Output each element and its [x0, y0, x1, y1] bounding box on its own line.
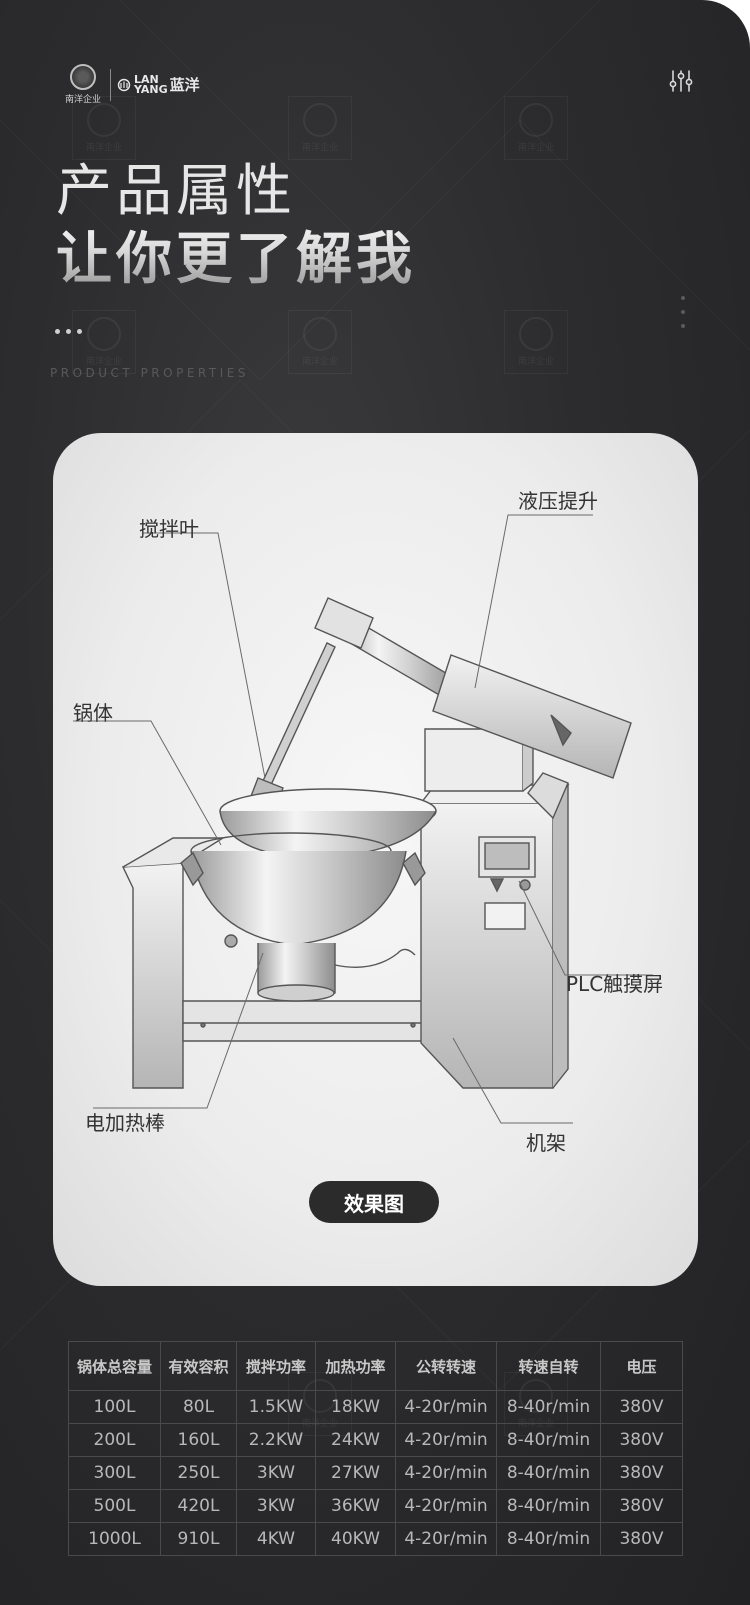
label-pot-body: 锅体 [73, 701, 113, 725]
gear-icon [117, 78, 131, 91]
cell-rotation-speed: 8-40r/min [496, 1390, 601, 1424]
table-row: 1000L 910L 4KW 40KW 4-20r/min 8-40r/min … [68, 1522, 683, 1556]
seal-icon [70, 64, 96, 90]
cell-heating-power: 36KW [315, 1489, 396, 1523]
header-total-capacity: 锅体总容量 [68, 1341, 161, 1391]
label-hydraulic-lift: 液压提升 [518, 489, 598, 513]
lanyang-logo: LAN YANG 蓝洋 [117, 74, 200, 95]
leader-line-plc-touchscreen [518, 880, 653, 976]
cell-stirring-power: 4KW [236, 1522, 316, 1556]
cell-total-capacity: 300L [68, 1456, 161, 1490]
brand-cn: 蓝洋 [169, 76, 200, 94]
cell-voltage: 380V [600, 1489, 683, 1523]
side-decor-dots [681, 296, 685, 328]
cell-rotation-speed: 8-40r/min [496, 1522, 601, 1556]
header-stirring-power: 搅拌功率 [236, 1341, 316, 1391]
leader-line-pot-body [73, 720, 222, 846]
table-row: 500L 420L 3KW 36KW 4-20r/min 8-40r/min 3… [68, 1489, 683, 1523]
watermark-logo: 南洋企业 [72, 310, 136, 374]
cell-effective-volume: 910L [160, 1522, 237, 1556]
cell-voltage: 380V [600, 1423, 683, 1457]
cell-effective-volume: 80L [160, 1390, 237, 1424]
label-stirring-blade: 搅拌叶 [139, 517, 199, 541]
effect-image-badge: 效果图 [309, 1181, 439, 1223]
watermark-logo: 南洋企业 [288, 310, 352, 374]
nanyang-logo-text: 南洋企业 [64, 95, 101, 105]
header-effective-volume: 有效容积 [160, 1341, 237, 1391]
brand-en: LAN YANG [134, 72, 168, 96]
spec-table-header-row: 锅体总容量 有效容积 搅拌功率 加热功率 公转转速 转速自转 电压 [68, 1341, 683, 1391]
watermark-logo: 南洋企业 [504, 310, 568, 374]
cell-stirring-power: 3KW [236, 1489, 316, 1523]
product-diagram-card: 搅拌叶 液压提升 锅体 PLC触摸屏 电加热棒 机架 效果图 [53, 433, 698, 1286]
cell-total-capacity: 100L [68, 1390, 161, 1424]
leader-line-frame [452, 1037, 573, 1124]
cell-voltage: 380V [600, 1390, 683, 1424]
subtitle-english: PRODUCT PROPERTIES [50, 366, 249, 380]
spec-table: 锅体总容量 有效容积 搅拌功率 加热功率 公转转速 转速自转 电压 100L 8… [68, 1341, 683, 1556]
cell-stirring-power: 1.5KW [236, 1390, 316, 1424]
watermark-logo: 南洋企业 [288, 96, 352, 160]
leader-line-stirring-blade [143, 532, 266, 779]
cell-total-capacity: 1000L [68, 1522, 161, 1556]
cell-rotation-speed: 8-40r/min [496, 1456, 601, 1490]
label-electric-heater: 电加热棒 [85, 1111, 165, 1135]
header-revolution-speed: 公转转速 [395, 1341, 497, 1391]
header-rotation-speed: 转速自转 [496, 1341, 601, 1391]
machine-illustration [73, 514, 653, 1124]
cell-effective-volume: 160L [160, 1423, 237, 1457]
cell-heating-power: 40KW [315, 1522, 396, 1556]
sliders-icon[interactable] [668, 68, 694, 94]
cell-total-capacity: 200L [68, 1423, 161, 1457]
cell-stirring-power: 2.2KW [236, 1423, 316, 1457]
cell-rotation-speed: 8-40r/min [496, 1423, 601, 1457]
header-heating-power: 加热功率 [315, 1341, 396, 1391]
cell-heating-power: 27KW [315, 1456, 396, 1490]
table-row: 300L 250L 3KW 27KW 4-20r/min 8-40r/min 3… [68, 1456, 683, 1490]
decor-dots [55, 329, 82, 334]
watermark-logo: 南洋企业 [72, 96, 136, 160]
nanyang-logo: 南洋企业 [62, 64, 104, 105]
header-voltage: 电压 [600, 1341, 683, 1391]
logo-divider [110, 68, 111, 101]
cell-revolution-speed: 4-20r/min [395, 1423, 497, 1457]
cell-revolution-speed: 4-20r/min [395, 1489, 497, 1523]
cell-voltage: 380V [600, 1456, 683, 1490]
page-subtitle: 让你更了解我 [56, 214, 416, 295]
leader-line-hydraulic-lift [474, 514, 593, 689]
watermark-logo: 南洋企业 [504, 96, 568, 160]
table-row: 100L 80L 1.5KW 18KW 4-20r/min 8-40r/min … [68, 1390, 683, 1424]
cell-voltage: 380V [600, 1522, 683, 1556]
cell-effective-volume: 420L [160, 1489, 237, 1523]
cell-heating-power: 24KW [315, 1423, 396, 1457]
brand-logos: 南洋企业 LAN YANG 蓝洋 [62, 64, 200, 105]
page-title: 产品属性 [56, 159, 296, 224]
cell-rotation-speed: 8-40r/min [496, 1489, 601, 1523]
cell-effective-volume: 250L [160, 1456, 237, 1490]
cell-stirring-power: 3KW [236, 1456, 316, 1490]
label-frame: 机架 [526, 1131, 566, 1155]
cell-heating-power: 18KW [315, 1390, 396, 1424]
leader-line-electric-heater [93, 952, 264, 1109]
cell-total-capacity: 500L [68, 1489, 161, 1523]
label-plc-touchscreen: PLC触摸屏 [566, 972, 664, 996]
cell-revolution-speed: 4-20r/min [395, 1456, 497, 1490]
cell-revolution-speed: 4-20r/min [395, 1390, 497, 1424]
table-row: 200L 160L 2.2KW 24KW 4-20r/min 8-40r/min… [68, 1423, 683, 1457]
cell-revolution-speed: 4-20r/min [395, 1522, 497, 1556]
